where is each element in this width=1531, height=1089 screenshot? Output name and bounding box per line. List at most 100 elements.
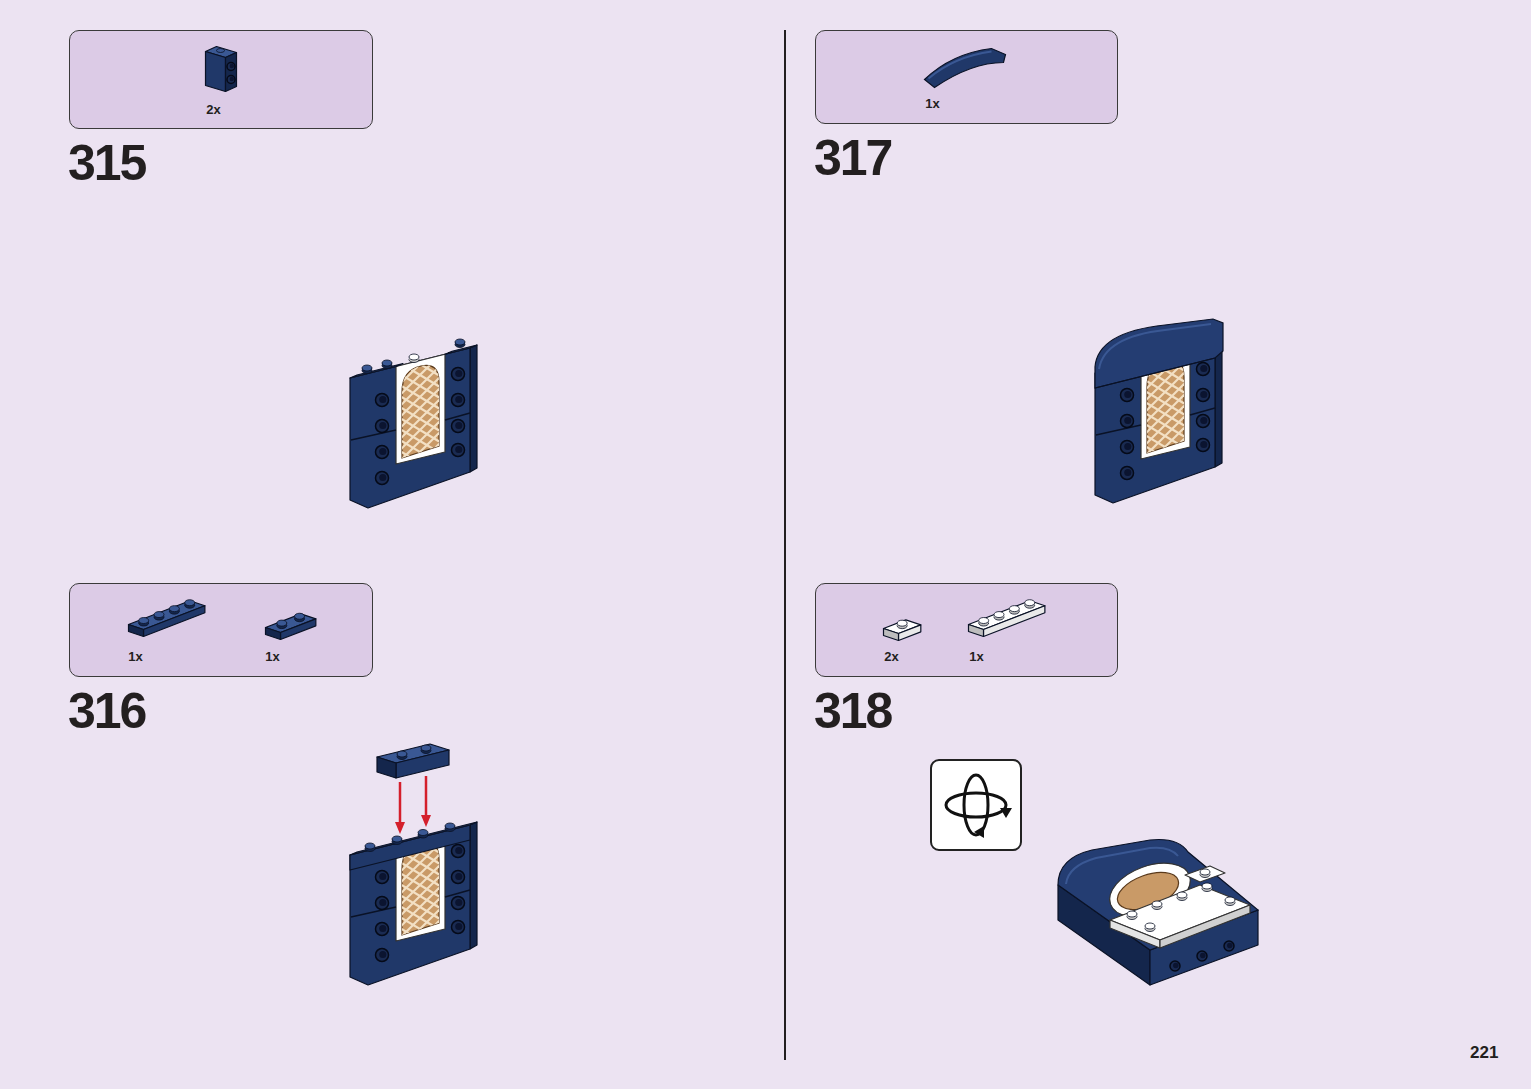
lattice-bar — [395, 488, 450, 543]
lattice-bar — [395, 866, 450, 921]
brick-side — [226, 53, 237, 92]
wall-assembly — [1095, 274, 1223, 538]
lattice-bar — [395, 305, 450, 338]
side-stud — [379, 474, 386, 481]
stud — [1177, 892, 1187, 898]
side-stud — [455, 422, 462, 429]
plate-front — [396, 750, 449, 778]
rotate-icon — [964, 775, 988, 835]
window-lattice — [395, 279, 450, 543]
assembly-arrow — [425, 776, 428, 817]
lattice-bar — [395, 954, 450, 1009]
side-stud — [379, 396, 386, 403]
brick-seam — [1096, 425, 1141, 435]
lattice-bar — [395, 492, 450, 525]
lattice-bar — [1140, 465, 1195, 498]
stud — [409, 354, 419, 360]
wall-assembly — [350, 756, 477, 1020]
lattice-bar — [1140, 476, 1195, 509]
brick-top — [350, 364, 403, 379]
side-stud — [379, 951, 386, 958]
stud — [169, 606, 179, 612]
lattice-bar — [1140, 472, 1195, 527]
plate-front — [1110, 920, 1160, 948]
side-stud — [376, 394, 389, 407]
lattice-bar — [395, 459, 450, 492]
stud — [418, 830, 428, 836]
wall-top — [1058, 840, 1258, 951]
lattice-bar — [395, 294, 450, 327]
stud — [295, 613, 305, 619]
lattice-bar — [395, 477, 450, 532]
side-stud — [1124, 443, 1131, 450]
lattice-bar — [1140, 461, 1195, 516]
curved-slope — [925, 49, 1006, 88]
side-stud — [1197, 439, 1210, 452]
curved-cap — [1099, 324, 1211, 369]
part-icons — [816, 584, 1119, 678]
rotate-icon — [931, 760, 1021, 850]
brick-seam — [351, 907, 396, 917]
side-stud — [1124, 417, 1131, 424]
plate-front — [1160, 905, 1250, 948]
wall-front — [350, 348, 470, 508]
stud — [382, 360, 392, 366]
side-stud — [1200, 365, 1207, 372]
lattice-bar — [395, 455, 450, 510]
stud — [277, 620, 287, 626]
side-stud — [376, 949, 389, 962]
stud — [897, 620, 907, 626]
lattice-bar — [395, 444, 450, 499]
lattice-bar — [395, 793, 450, 826]
side-stud — [455, 396, 462, 403]
rotate-icon — [1000, 808, 1012, 818]
assembly-arrow — [421, 815, 431, 827]
wall-assembly — [350, 279, 477, 543]
lattice-bar — [1140, 450, 1195, 505]
side-stud — [1170, 961, 1180, 971]
lattice-bar — [1140, 454, 1195, 487]
side-stud — [452, 394, 465, 407]
plate-front — [144, 606, 205, 637]
side-stud — [452, 444, 465, 457]
lattice-bar — [395, 301, 450, 356]
stud — [139, 618, 149, 624]
side-stud — [379, 873, 386, 880]
lattice-bar — [395, 969, 450, 1002]
lattice-bar — [395, 367, 450, 422]
side-stud — [452, 368, 465, 381]
lattice-bar — [395, 433, 450, 488]
side-stud — [452, 845, 465, 858]
lattice-bar — [395, 334, 450, 389]
plate-side — [129, 625, 144, 637]
side-stud — [1197, 951, 1207, 961]
curved-slope — [929, 52, 992, 79]
lattice-bar — [395, 312, 450, 367]
side-stud — [379, 448, 386, 455]
parts-callout: 2x — [69, 30, 373, 129]
side-stud — [455, 847, 462, 854]
stud — [365, 843, 375, 849]
lattice-bar — [1140, 439, 1195, 494]
assembly-arrow — [399, 782, 402, 824]
side-stud — [376, 897, 389, 910]
lattice-bar — [395, 947, 450, 980]
side-stud — [1124, 469, 1131, 476]
side-stud — [1227, 943, 1233, 949]
side-stud — [452, 897, 465, 910]
lattice-bar — [395, 466, 450, 521]
plate-side — [377, 757, 396, 778]
stud — [185, 600, 195, 606]
lattice-bar — [395, 481, 450, 514]
lattice-bar — [395, 936, 450, 969]
side-stud — [452, 420, 465, 433]
lattice-bar — [395, 782, 450, 815]
side-stud — [1197, 415, 1210, 428]
stud — [1145, 923, 1155, 929]
side-stud — [1173, 963, 1179, 969]
wall-assembly — [1058, 840, 1258, 986]
side-stud — [1200, 953, 1206, 959]
side-stud — [1124, 391, 1131, 398]
lattice-bar — [395, 290, 450, 345]
